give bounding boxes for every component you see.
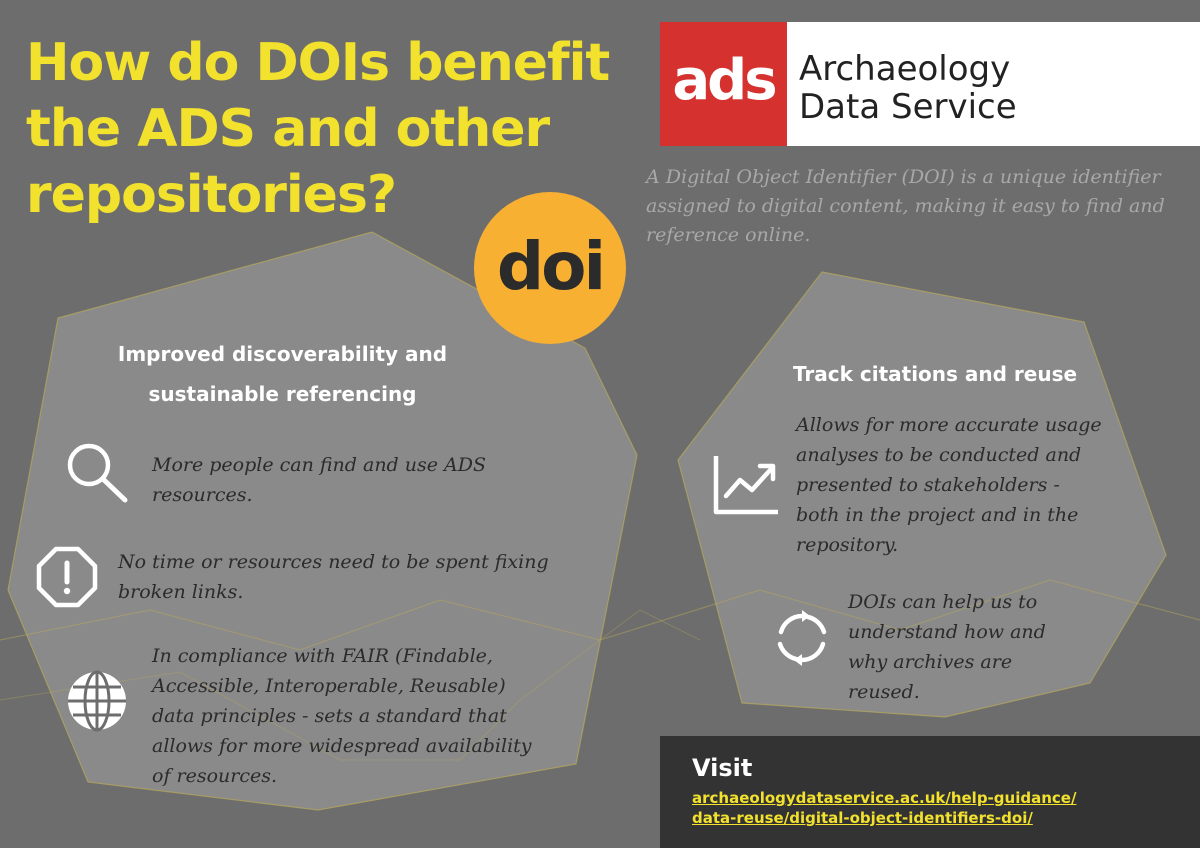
- visit-link[interactable]: archaeologydataservice.ac.uk/help-guidan…: [692, 788, 1076, 828]
- left-item-discover: More people can find and use ADS resourc…: [152, 450, 486, 510]
- search-icon: [67, 443, 128, 503]
- visit-link-line[interactable]: data-reuse/digital-object-identifiers-do…: [692, 809, 1033, 827]
- item-line: understand how and: [848, 621, 1046, 643]
- intro-line: A Digital Object Identifier (DOI) is a u…: [646, 166, 1161, 188]
- item-line: No time or resources need to be spent fi…: [118, 551, 549, 573]
- ads-logo-mark-text: ads: [672, 47, 777, 113]
- right-item-usage: Allows for more accurate usage analyses …: [796, 410, 1102, 560]
- item-line: More people can find and use ADS: [152, 454, 486, 476]
- item-line: data principles - sets a standard that: [152, 705, 507, 727]
- right-section-heading: Track citations and reuse: [760, 354, 1110, 394]
- item-line: of resources.: [152, 765, 278, 787]
- visit-label: Visit: [692, 754, 753, 782]
- ads-logo-mark: ads: [660, 22, 787, 146]
- item-line: reused.: [848, 681, 920, 703]
- item-line: DOIs can help us to: [848, 591, 1038, 613]
- item-line: broken links.: [118, 581, 244, 603]
- item-line: resources.: [152, 484, 253, 506]
- visit-box: Visit archaeologydataservice.ac.uk/help-…: [660, 736, 1200, 848]
- intro-text: A Digital Object Identifier (DOI) is a u…: [646, 163, 1194, 250]
- title-line: repositories?: [26, 165, 397, 225]
- doi-badge-text: doi: [496, 227, 606, 305]
- decorative-line-lower: [0, 609, 701, 761]
- doi-badge: doi: [474, 192, 626, 344]
- item-line: Allows for more accurate usage: [796, 414, 1102, 436]
- ads-logo: ads Archaeology Data Service: [660, 22, 1200, 146]
- right-hex-panel: [677, 271, 1167, 718]
- decorative-line: [0, 579, 1200, 651]
- logo-name-line: Data Service: [799, 87, 1017, 127]
- item-line: presented to stakeholders -: [796, 474, 1060, 496]
- left-item-links: No time or resources need to be spent fi…: [118, 547, 549, 607]
- title-line: the ADS and other: [26, 99, 550, 159]
- right-item-reuse: DOIs can help us to understand how and w…: [848, 587, 1046, 707]
- ads-logo-name: Archaeology Data Service: [787, 22, 1017, 146]
- left-hex-panel: [7, 231, 638, 811]
- item-line: repository.: [796, 534, 899, 556]
- item-line: both in the project and in the: [796, 504, 1079, 526]
- heading-line: Track citations and reuse: [792, 362, 1078, 386]
- title-line: How do DOIs benefit: [26, 33, 610, 93]
- heading-line: Improved discoverability and: [117, 342, 448, 366]
- chart-up-icon: [713, 456, 778, 515]
- item-line: allows for more widespread availability: [152, 735, 532, 757]
- refresh-icon: [777, 610, 827, 666]
- visit-link-line[interactable]: archaeologydataservice.ac.uk/help-guidan…: [692, 789, 1077, 807]
- item-line: analyses to be conducted and: [796, 444, 1082, 466]
- intro-line: assigned to digital content, making it e…: [646, 195, 1165, 217]
- warning-octagon-icon: [36, 546, 98, 608]
- heading-line: sustainable referencing: [148, 382, 417, 406]
- item-line: Accessible, Interoperable, Reusable): [152, 675, 506, 697]
- intro-line: reference online.: [646, 224, 811, 246]
- item-line: In compliance with FAIR (Findable,: [152, 645, 493, 667]
- globe-icon: [68, 670, 126, 732]
- item-line: why archives are: [848, 651, 1013, 673]
- page-title: How do DOIs benefit the ADS and other re…: [26, 30, 666, 228]
- logo-name-line: Archaeology: [799, 49, 1011, 89]
- left-section-heading: Improved discoverability and sustainable…: [60, 334, 505, 414]
- left-item-fair: In compliance with FAIR (Findable, Acces…: [152, 641, 532, 791]
